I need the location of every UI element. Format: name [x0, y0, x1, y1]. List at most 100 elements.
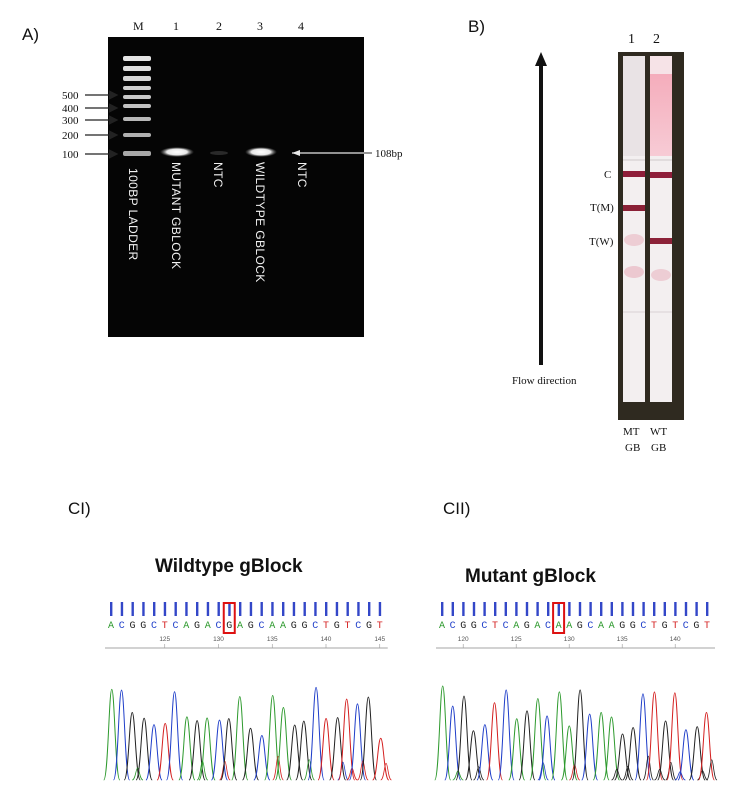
quality-bar	[642, 602, 645, 616]
strip-caption: GB	[625, 442, 640, 454]
chromatogram-peak	[303, 759, 315, 781]
quality-bar	[282, 602, 285, 616]
chromatogram-peak	[473, 766, 485, 781]
quality-bar	[653, 602, 656, 616]
position-label: 125	[511, 636, 522, 643]
base-call: G	[301, 621, 307, 632]
chromatogram-peak	[338, 698, 356, 781]
lane-label-ntc-1: NTC	[211, 162, 225, 188]
chromatogram-peak	[537, 762, 549, 781]
quality-bar	[217, 602, 220, 616]
chromatogram-peak	[295, 720, 313, 781]
quality-bar	[695, 602, 698, 616]
quality-bar	[557, 602, 560, 616]
chromatogram-peak	[486, 702, 503, 781]
quality-bar	[621, 602, 624, 616]
quality-bar	[515, 602, 518, 616]
lane-label-ntc-2: NTC	[295, 162, 309, 188]
quality-bar	[631, 602, 635, 616]
test-line-mutant	[623, 205, 645, 211]
strip-number: 1	[628, 32, 635, 47]
chromatogram-peak	[372, 737, 390, 781]
chromatogram-peak	[123, 711, 141, 781]
ladder-size-label: 400	[62, 103, 79, 115]
flow-direction-label: Flow direction	[512, 375, 577, 387]
base-call: T	[162, 621, 168, 632]
position-label: 140	[321, 636, 332, 643]
quality-bar	[153, 602, 156, 616]
base-call: A	[205, 621, 211, 632]
test-line-wildtype	[650, 238, 672, 244]
position-label: 125	[159, 636, 170, 643]
chromatogram-peak	[444, 705, 462, 781]
position-label: 120	[458, 636, 469, 643]
base-call: C	[172, 621, 178, 632]
base-call: T	[344, 621, 350, 632]
base-call: T	[651, 621, 657, 632]
chromatogram-peak	[698, 712, 715, 781]
position-label: 135	[267, 636, 278, 643]
chromatogram-peak	[156, 722, 174, 781]
position-label: 135	[617, 636, 628, 643]
quality-bar	[441, 602, 444, 616]
lane-labels: 100BP LADDER MUTANT GBLOCK NTC WILDTYPE …	[126, 162, 309, 283]
ladder-size-label: 500	[62, 90, 79, 102]
quality-bar	[483, 602, 486, 616]
line-label-test-wildtype: T(W)	[589, 236, 614, 248]
panel-c2-label: CII)	[443, 499, 470, 518]
base-call: C	[640, 621, 646, 632]
quality-bar	[368, 602, 371, 616]
gel-band-lane-3	[245, 147, 277, 157]
lane-number: 1	[173, 19, 179, 33]
position-label: 130	[213, 636, 224, 643]
quality-bar	[206, 602, 210, 616]
base-call: T	[704, 621, 710, 632]
panel-a-label: A)	[22, 25, 39, 44]
lane-label-wildtype: WILDTYPE GBLOCK	[253, 162, 267, 283]
chromatogram-peak	[329, 717, 347, 781]
panel-b-label: B)	[468, 17, 485, 36]
quality-bar	[185, 602, 188, 616]
chromatogram-peak	[508, 718, 526, 781]
chromatogram-peak	[592, 711, 610, 781]
base-call: A	[280, 621, 286, 632]
quality-bar	[378, 602, 382, 616]
chromatogram-peak	[132, 767, 144, 781]
base-call: G	[693, 621, 699, 632]
base-call: G	[334, 621, 340, 632]
chromatogram-peak	[624, 726, 642, 781]
base-call: G	[248, 621, 254, 632]
lane-label-ladder: 100BP LADDER	[126, 168, 140, 261]
quality-bar	[239, 602, 242, 616]
ladder-size-markers: 500 400 300 200 100	[62, 90, 119, 161]
chromatogram-peak	[210, 719, 229, 781]
panel-c2-title: Mutant gBlock	[465, 566, 596, 587]
quality-bar	[249, 602, 253, 616]
test-strip-1	[623, 56, 645, 402]
quality-bar	[163, 602, 167, 616]
strip-blush	[651, 269, 671, 281]
panel-c1-title: Wildtype gBlock	[155, 556, 303, 577]
mutation-highlight-box	[552, 602, 566, 634]
ladder-band	[123, 56, 151, 61]
quality-bar	[142, 602, 145, 616]
base-call: G	[619, 621, 625, 632]
chromatogram-peak	[706, 759, 718, 781]
strip-caption: GB	[651, 442, 666, 454]
base-call: G	[140, 621, 146, 632]
chromatogram-peak	[642, 755, 654, 781]
ladder-bands	[123, 56, 151, 156]
quality-bar	[228, 602, 231, 616]
chromatogram-peak	[135, 717, 153, 781]
ladder-size-label: 200	[62, 130, 79, 142]
base-call: A	[609, 621, 615, 632]
chromatogram-peak	[603, 716, 620, 781]
panel-b: B) 1 2 Flow direction	[468, 17, 684, 454]
base-call: C	[683, 621, 689, 632]
base-call: T	[377, 621, 383, 632]
chromatogram-peak	[518, 710, 536, 781]
lane-number: 4	[298, 19, 304, 33]
quality-bar	[260, 602, 263, 616]
